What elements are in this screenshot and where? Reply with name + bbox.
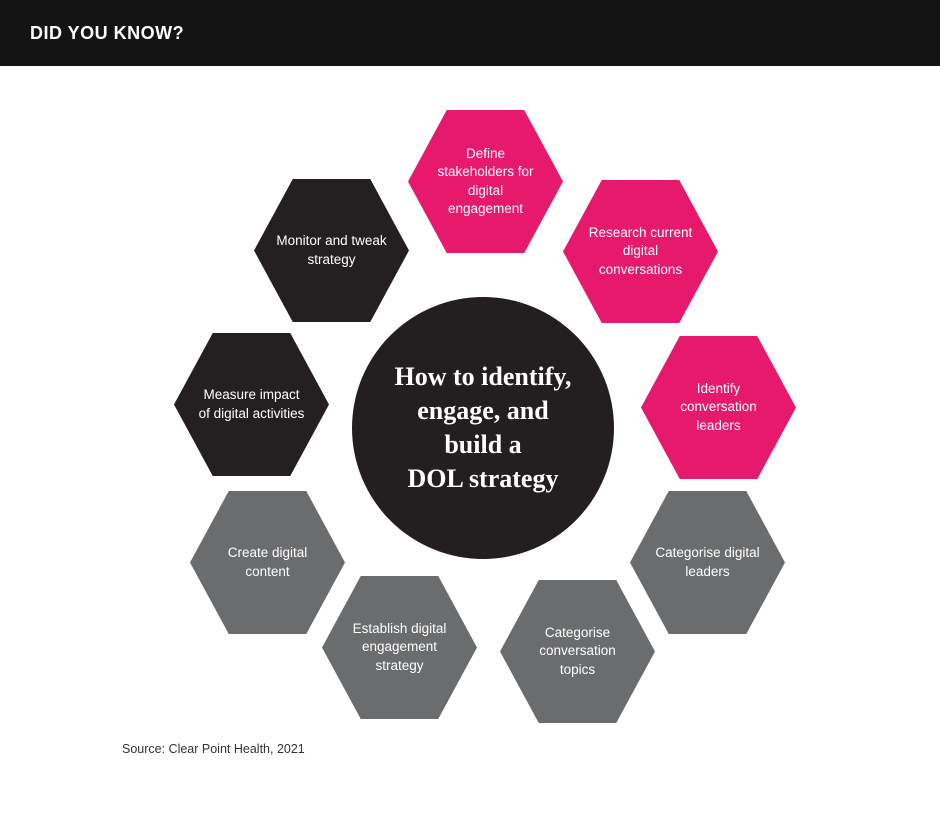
hexagon-establish-strategy: Establish digital engagement strategy xyxy=(322,576,477,719)
source-citation: Source: Clear Point Health, 2021 xyxy=(122,742,305,756)
hexagon-research-conversations: Research current digital conversations xyxy=(563,180,718,323)
hexagon-label: Monitor and tweak strategy xyxy=(276,233,387,267)
hexagon-identify-leaders: Identify conversation leaders xyxy=(641,336,796,479)
did-you-know-title: DID YOU KNOW? xyxy=(30,22,185,43)
hexagon-label: Establish digital engagement strategy xyxy=(352,621,447,673)
hexagon-categorise-topics: Categorise conversation topics xyxy=(500,580,655,723)
central-strategy-title: How to identify, engage, and build a DOL… xyxy=(394,362,572,493)
hexagon-categorise-leaders: Categorise digital leaders xyxy=(630,491,785,634)
hexagon-monitor-tweak: Monitor and tweak strategy xyxy=(254,179,409,322)
hexagon-label: Define stakeholders for digital engageme… xyxy=(437,146,534,216)
hexagon-label: Categorise digital leaders xyxy=(655,545,760,579)
hexagon-label: Categorise conversation topics xyxy=(539,625,616,677)
hexagon-measure-impact: Measure impact of digital activities xyxy=(174,333,329,476)
hexagon-define-stakeholders: Define stakeholders for digital engageme… xyxy=(408,110,563,253)
hexagon-label: Research current digital conversations xyxy=(588,225,693,277)
hexagon-label: Measure impact of digital activities xyxy=(198,387,305,421)
hexagon-create-content: Create digital content xyxy=(190,491,345,634)
hexagon-label: Identify conversation leaders xyxy=(680,381,757,433)
hexagon-label: Create digital content xyxy=(227,545,308,579)
central-strategy-circle: How to identify, engage, and build a DOL… xyxy=(352,297,614,559)
header-bar: DID YOU KNOW? xyxy=(0,0,940,66)
